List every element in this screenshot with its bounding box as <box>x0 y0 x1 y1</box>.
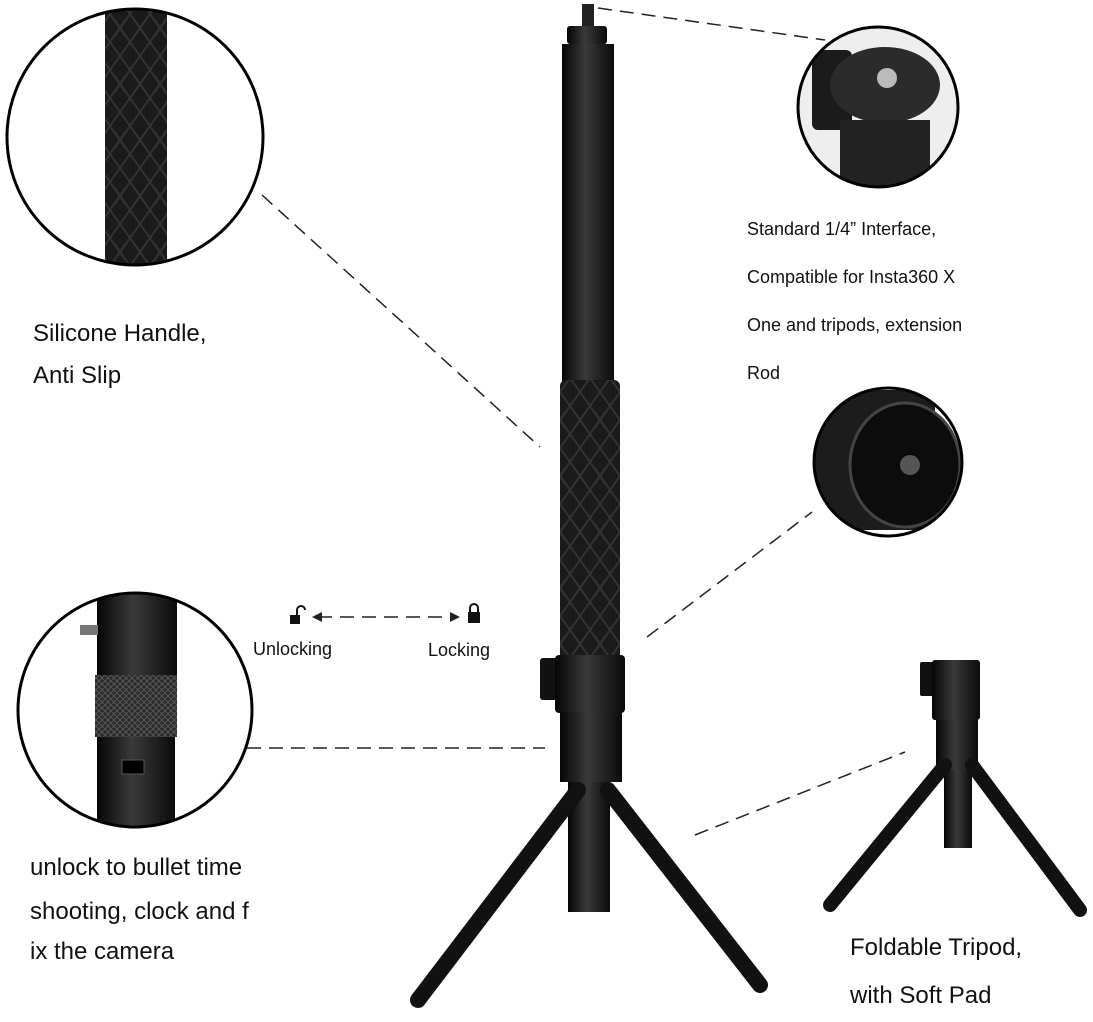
interface-caption-line-3: One and tripods, extension <box>747 315 963 335</box>
bullet-time-caption-line-3: ix the camera <box>30 938 175 965</box>
interface-caption-line-1: Standard 1/4” Interface, <box>747 219 937 239</box>
handle-detail-circle <box>5 7 265 267</box>
leader-lines <box>247 7 906 836</box>
bullet-time-caption-line-2: shooting, clock and f <box>30 898 249 925</box>
leader-interface <box>597 7 826 41</box>
leader-thread <box>646 511 813 638</box>
small-tripod <box>823 660 1087 917</box>
tripod-caption-line-2: with Soft Pad <box>850 982 992 1009</box>
handle-caption-line-1: Silicone Handle, <box>33 320 207 347</box>
interface-caption-line-2: Compatible for Insta360 X <box>747 267 956 287</box>
handle-caption-line-2: Anti Slip <box>33 362 122 389</box>
locking-label: Locking <box>428 640 491 660</box>
leader-handle <box>261 194 541 448</box>
interface-detail-circle <box>796 25 960 189</box>
interface-caption-line-4: Rod <box>747 363 781 383</box>
unlocked-padlock-icon <box>290 605 306 624</box>
leader-tripod <box>694 751 906 836</box>
tripod-caption-line-1: Foldable Tripod, <box>850 934 1023 961</box>
thread-detail-circle <box>812 386 964 538</box>
unlocking-label: Unlocking <box>253 639 333 659</box>
locked-padlock-icon <box>468 603 480 623</box>
bullet-time-caption-line-1: unlock to bullet time <box>30 854 243 881</box>
lock-detail-circle <box>16 591 254 829</box>
selfie-stick <box>410 4 768 1008</box>
lock-arrow-heads <box>312 612 460 622</box>
